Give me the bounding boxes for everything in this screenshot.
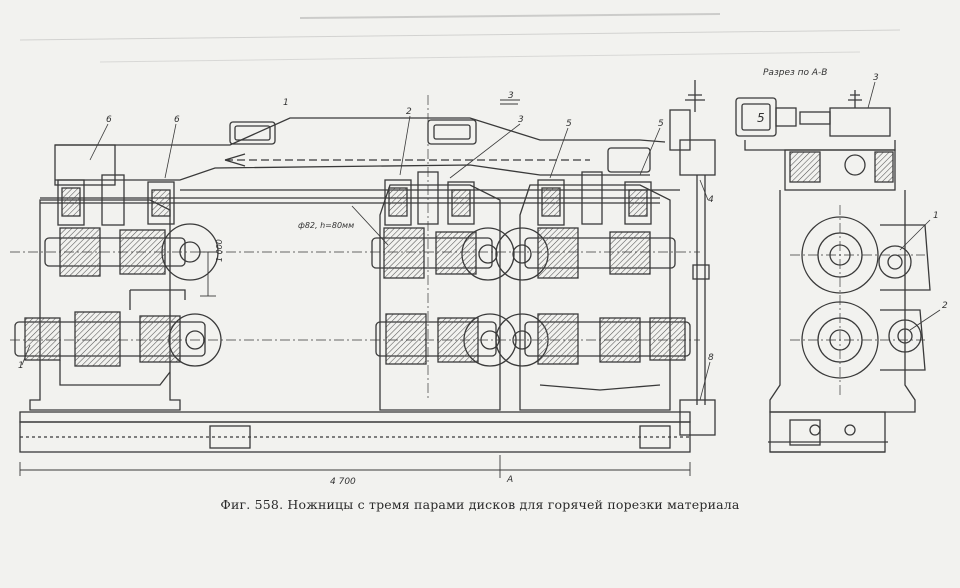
callout-5b: 5 — [658, 119, 664, 129]
section-base — [769, 411, 886, 453]
callout-2b: 2 — [942, 301, 948, 311]
dim-length: 4 700 — [330, 477, 356, 487]
callout-A: А — [506, 475, 513, 485]
stand-middle — [371, 171, 517, 411]
upper-disc — [801, 216, 879, 294]
figure-caption: Фиг. 558. Ножницы с тремя парами дисков … — [220, 497, 740, 512]
callout-1a: 1 — [283, 98, 289, 108]
beam-window-left — [229, 121, 276, 145]
callout-1c: 1 — [933, 211, 939, 221]
dim-height: 1 000 — [215, 239, 224, 262]
leader-lines — [21, 81, 941, 401]
callout-4: 4 — [708, 195, 714, 205]
front-view — [10, 80, 716, 478]
section-view — [735, 90, 931, 453]
gearbox-top — [829, 107, 891, 137]
beam-window-right — [427, 119, 477, 145]
callout-6a: 6 — [106, 115, 112, 125]
callout-3c: 3 — [873, 73, 879, 83]
stand-left — [14, 174, 222, 411]
callout-2a: 2 — [406, 107, 412, 117]
dimension-labels: Разрез по А-В 4 700 1 000 ф82, h=80мм — [215, 68, 827, 487]
callouts: 6 6 2 3 1 3 5 4 5 1 1 2 8 3 А 5 — [18, 73, 948, 485]
callout-3a: 3 — [508, 91, 514, 101]
stand-right — [495, 171, 691, 411]
callout-1b: 1 — [18, 361, 24, 371]
callout-8: 8 — [708, 353, 714, 363]
section-body — [769, 190, 916, 413]
underline-mark — [500, 99, 520, 105]
callout-6b: 6 — [174, 115, 180, 125]
dimension-lines — [19, 205, 691, 478]
drive-column — [669, 80, 716, 436]
drive-box — [679, 399, 716, 436]
motor-number: 5 — [757, 111, 765, 125]
dim-pipe: ф82, h=80мм — [298, 221, 354, 230]
scan-smudge — [19, 13, 901, 63]
callout-5a: 5 — [566, 119, 572, 129]
center-lines — [10, 95, 700, 400]
base-frame — [19, 411, 691, 453]
section-label: Разрез по А-В — [763, 68, 827, 78]
top-beam — [55, 117, 666, 146]
callout-3b: 3 — [518, 115, 524, 125]
beam-box-left — [54, 144, 116, 186]
